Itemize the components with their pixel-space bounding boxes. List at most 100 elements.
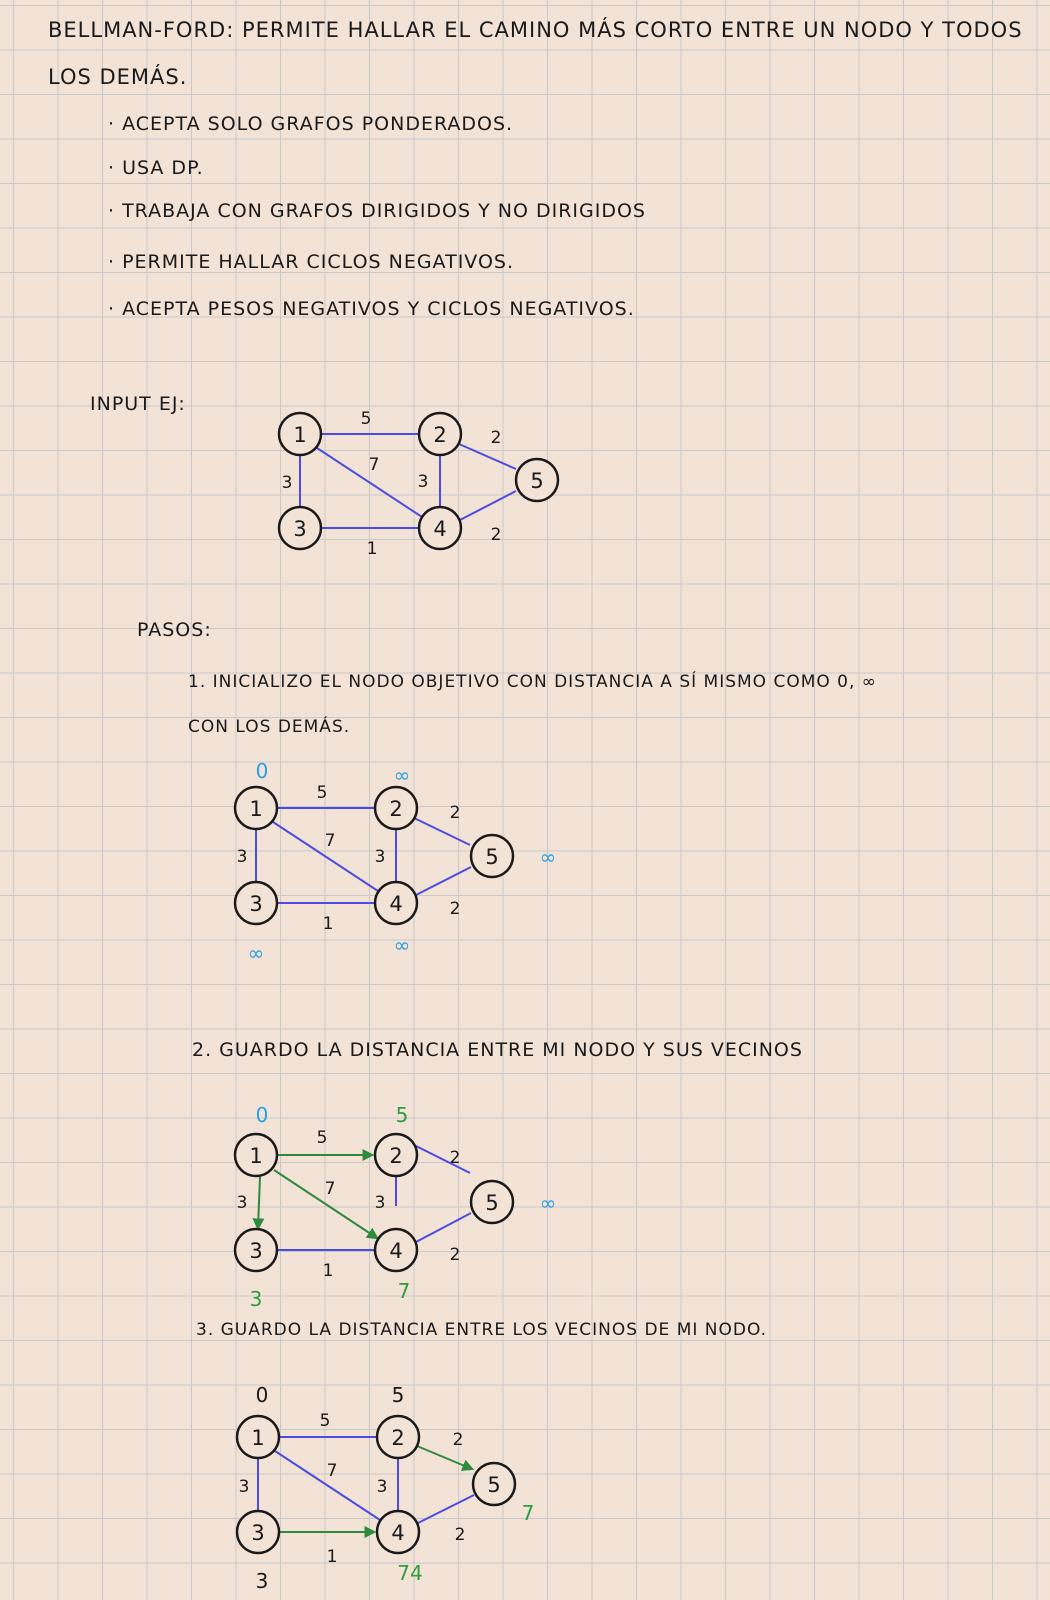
node-label-2: 2: [389, 1144, 402, 1168]
weight-4-5: 2: [491, 525, 502, 545]
edge-2-5: [458, 443, 517, 470]
weight-3-4: 1: [323, 1261, 334, 1281]
distance-1: 0: [256, 1383, 269, 1407]
node-label-3: 3: [249, 892, 262, 916]
distance-5: ∞: [540, 845, 557, 869]
step-3-line-1: 3. GUARDO LA DISTANCIA ENTRE LOS VECINOS…: [196, 1320, 768, 1340]
edge-2-5: [413, 817, 471, 846]
edge-4-5: [417, 1494, 475, 1524]
node-2: [417, 411, 463, 457]
weight-1-2: 5: [361, 409, 372, 429]
weight-4-5: 2: [450, 899, 461, 919]
distance-2: ∞: [394, 763, 411, 787]
edge-4-5: [415, 866, 472, 896]
weight-1-2: 5: [317, 783, 328, 803]
weight-2-5: 2: [453, 1430, 464, 1450]
weight-2-5: 2: [450, 803, 461, 823]
node-5: [469, 1179, 515, 1225]
title-line-1: BELLMAN-FORD: PERMITE HALLAR EL CAMINO M…: [48, 18, 1023, 42]
node-3: [233, 880, 279, 926]
distance-3: 3: [256, 1569, 269, 1593]
weight-1-2: 5: [320, 1411, 331, 1431]
node-5: [514, 457, 560, 503]
node-label-5: 5: [485, 1191, 498, 1215]
edge-4-5: [415, 1212, 472, 1243]
node-2: [373, 1132, 419, 1178]
step-1-line-2: CON LOS DEMÁS.: [188, 717, 351, 737]
node-2: [373, 785, 419, 831]
distance-2: 5: [396, 1103, 409, 1127]
weight-1-2: 5: [317, 1128, 328, 1148]
node-label-4: 4: [389, 1239, 402, 1263]
node-label-5: 5: [530, 469, 543, 493]
weight-4-5: 2: [450, 1245, 461, 1265]
weight-1-4: 7: [325, 1179, 336, 1199]
node-label-1: 1: [251, 1426, 264, 1450]
edge-2-5-relaxed: [416, 1445, 475, 1471]
edge-1-4: [274, 1450, 381, 1521]
node-label-1: 1: [249, 797, 262, 821]
node-1: [233, 785, 279, 831]
node-label-1: 1: [293, 423, 306, 447]
distance-3: ∞: [248, 941, 265, 965]
distance-5: 7: [522, 1501, 535, 1525]
input-label: INPUT EJ:: [90, 393, 186, 415]
weight-2-4: 3: [377, 1477, 388, 1497]
weight-1-3: 3: [239, 1477, 250, 1497]
distance-1: 0: [256, 759, 269, 783]
node-4: [373, 1227, 419, 1273]
edge-2-5: [413, 1144, 471, 1174]
pasos-label: PASOS:: [137, 619, 212, 641]
node-2: [375, 1414, 421, 1460]
weight-2-5: 2: [450, 1148, 461, 1168]
node-label-3: 3: [251, 1521, 264, 1545]
weight-2-4: 3: [375, 847, 386, 867]
bullet-item: · ACEPTA PESOS NEGATIVOS Y CICLOS NEGATI…: [108, 298, 635, 320]
bullet-item: · TRABAJA CON GRAFOS DIRIGIDOS Y NO DIRI…: [108, 200, 646, 222]
bullet-item: · USA DP.: [108, 157, 204, 179]
node-label-4: 4: [389, 892, 402, 916]
edge-1-4-relaxed: [273, 1169, 380, 1240]
edge-4-5: [459, 490, 517, 521]
weight-3-4: 1: [323, 914, 334, 934]
weight-2-4: 3: [375, 1193, 386, 1213]
node-label-4: 4: [433, 517, 446, 541]
weight-1-4: 7: [325, 831, 336, 851]
weight-3-4: 1: [327, 1547, 338, 1567]
node-label-4: 4: [391, 1521, 404, 1545]
distance-5: ∞: [540, 1191, 557, 1215]
node-label-5: 5: [487, 1473, 500, 1497]
node-3: [233, 1227, 279, 1273]
node-label-2: 2: [391, 1426, 404, 1450]
weight-2-5: 2: [491, 428, 502, 448]
node-5: [469, 833, 515, 879]
node-5: [471, 1461, 517, 1507]
node-label-2: 2: [389, 797, 402, 821]
weight-1-3: 3: [282, 473, 293, 493]
node-label-3: 3: [249, 1239, 262, 1263]
step-2-line-1: 2. GUARDO LA DISTANCIA ENTRE MI NODO Y S…: [192, 1039, 803, 1061]
node-4: [417, 505, 463, 551]
weight-1-4: 7: [327, 1461, 338, 1481]
step-1-line-1: 1. INICIALIZO EL NODO OBJETIVO CON DISTA…: [188, 672, 877, 692]
edge-1-4: [272, 821, 379, 892]
distance-1: 0: [256, 1103, 269, 1127]
node-label-3: 3: [293, 517, 306, 541]
node-1: [277, 411, 323, 457]
distance-4: 74: [397, 1561, 422, 1585]
node-label-1: 1: [249, 1144, 262, 1168]
bullet-item: · PERMITE HALLAR CICLOS NEGATIVOS.: [108, 251, 515, 273]
edge-1-4: [316, 447, 423, 518]
weight-1-4: 7: [369, 455, 380, 475]
node-4: [373, 880, 419, 926]
edge-1-3-relaxed: [252, 1176, 265, 1231]
node-label-2: 2: [433, 423, 446, 447]
node-1: [235, 1414, 281, 1460]
node-1: [233, 1132, 279, 1178]
distance-4: 7: [398, 1279, 411, 1303]
distance-2: 5: [392, 1383, 405, 1407]
